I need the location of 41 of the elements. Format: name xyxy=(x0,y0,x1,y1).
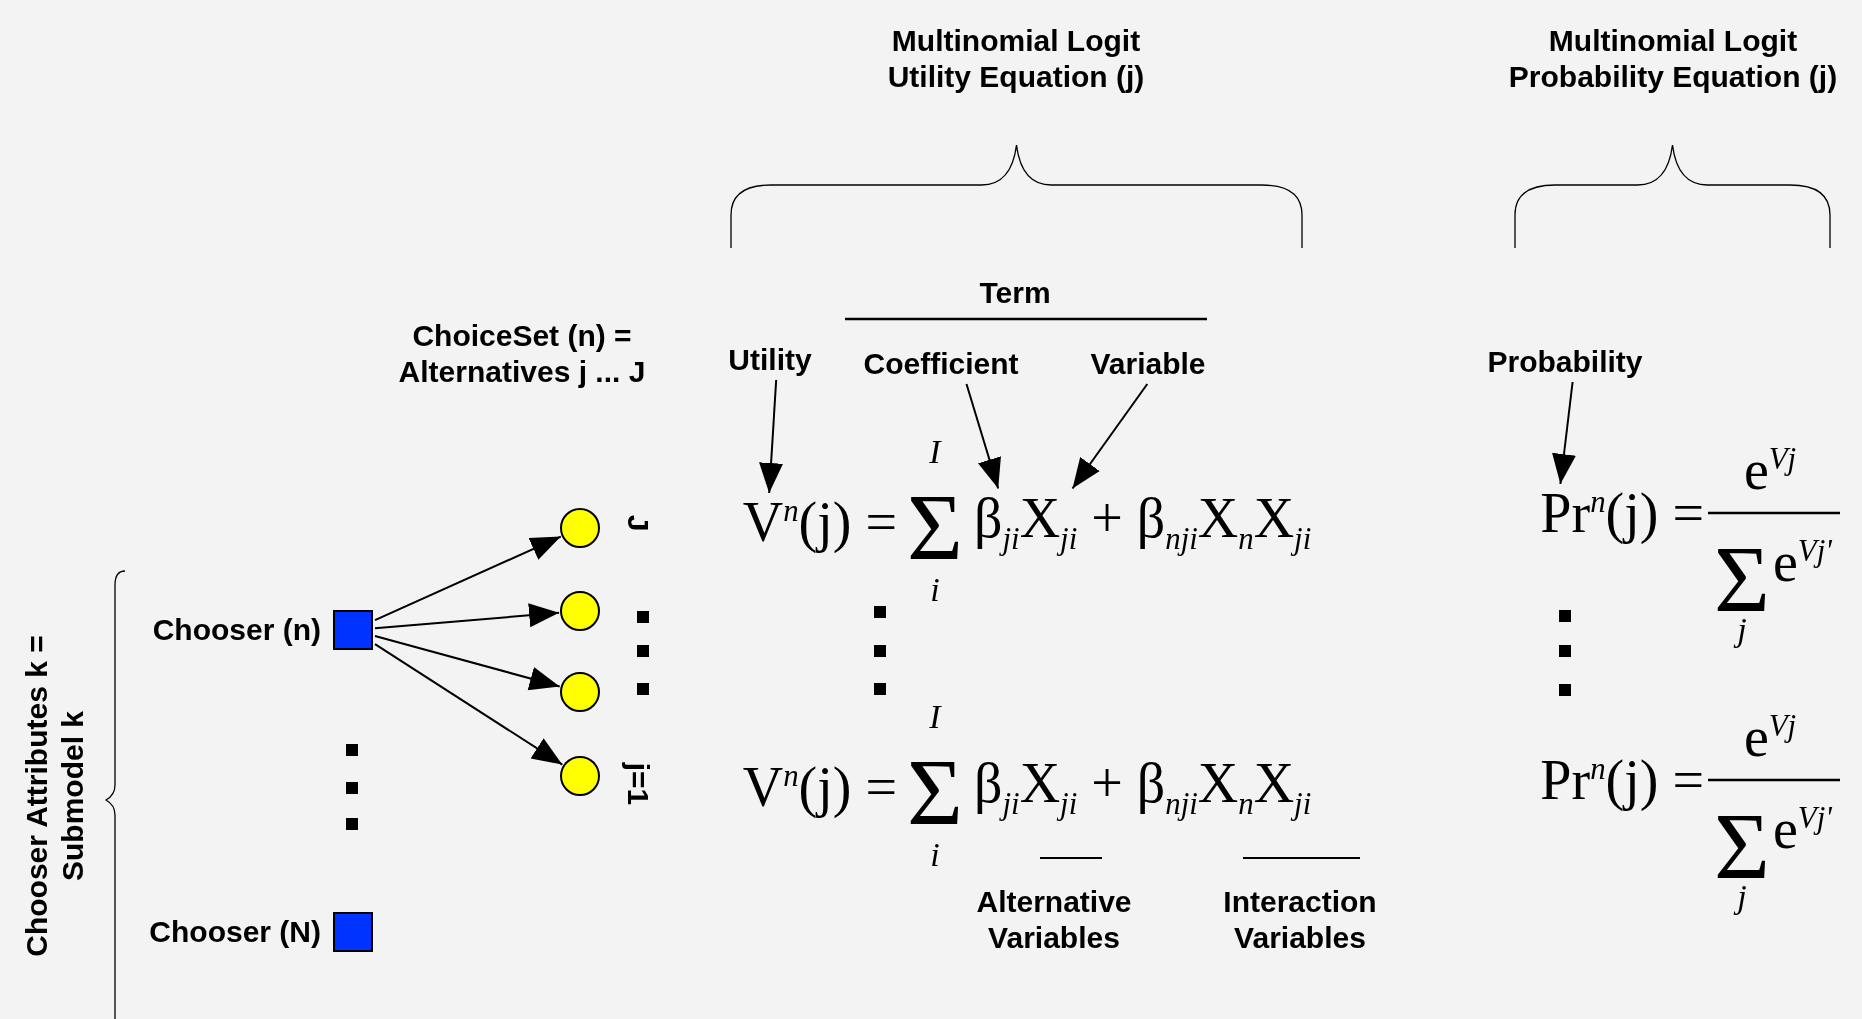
title: Multinomial Logit Probability Equation (j) xyxy=(1507,23,1839,95)
arrow xyxy=(759,379,784,494)
arrow xyxy=(965,383,1001,490)
alternative-circle xyxy=(560,508,600,548)
title: Multinomial Logit Utility Equation (j) xyxy=(886,23,1146,95)
heading: Term xyxy=(979,275,1051,311)
alternative-circle xyxy=(560,756,600,796)
axis-caption: Chooser Attributes k = Submodel k xyxy=(19,634,90,959)
alternative-circle xyxy=(560,591,600,631)
index-label: j=1 xyxy=(621,762,656,806)
chooser-square xyxy=(333,610,373,650)
arrow xyxy=(374,643,564,766)
summation-sign: Σ xyxy=(907,480,963,576)
arrow xyxy=(1552,381,1576,485)
pointer-label: Probability xyxy=(1487,344,1643,380)
annotation: Alternative Variables xyxy=(975,884,1133,956)
arrow xyxy=(374,603,561,630)
node-caption: Chooser (N) xyxy=(149,914,321,950)
arrow xyxy=(374,635,561,691)
equation-term: β$_{ji}$X$_{ji}$ + β$_{nji}$X$_{n}$X$_{ji}$ xyxy=(974,489,1312,555)
chooser-square xyxy=(333,912,373,952)
summation-limit: I xyxy=(929,435,941,469)
alternative-circle xyxy=(560,672,600,712)
pointer-label: Variable xyxy=(1090,346,1206,382)
equation-term: e$^{Vj}$ xyxy=(1743,709,1797,765)
equation-term: e$^{Vj'}$ xyxy=(1773,801,1832,857)
pointer-label: Utility xyxy=(728,342,812,378)
summation-limit: i xyxy=(930,573,940,607)
summation-limit: I xyxy=(929,700,941,734)
equation-term: β$_{ji}$X$_{ji}$ + β$_{nji}$X$_{n}$X$_{ji}$ xyxy=(974,754,1312,820)
annotation: Interaction Variables xyxy=(1222,884,1378,956)
equation-term: e$^{Vj}$ xyxy=(1743,442,1797,498)
pointer-label: Coefficient xyxy=(863,346,1019,382)
index-label: J xyxy=(621,514,656,532)
summation-limit: i xyxy=(930,838,940,872)
arrow xyxy=(374,535,562,622)
arrow xyxy=(1071,383,1149,490)
node-caption: Chooser (n) xyxy=(152,612,321,648)
heading: ChoiceSet (n) = Alternatives j ... J xyxy=(397,318,647,390)
summation-sign: Σ xyxy=(907,745,963,841)
equation-term: e$^{Vj'}$ xyxy=(1773,534,1832,590)
